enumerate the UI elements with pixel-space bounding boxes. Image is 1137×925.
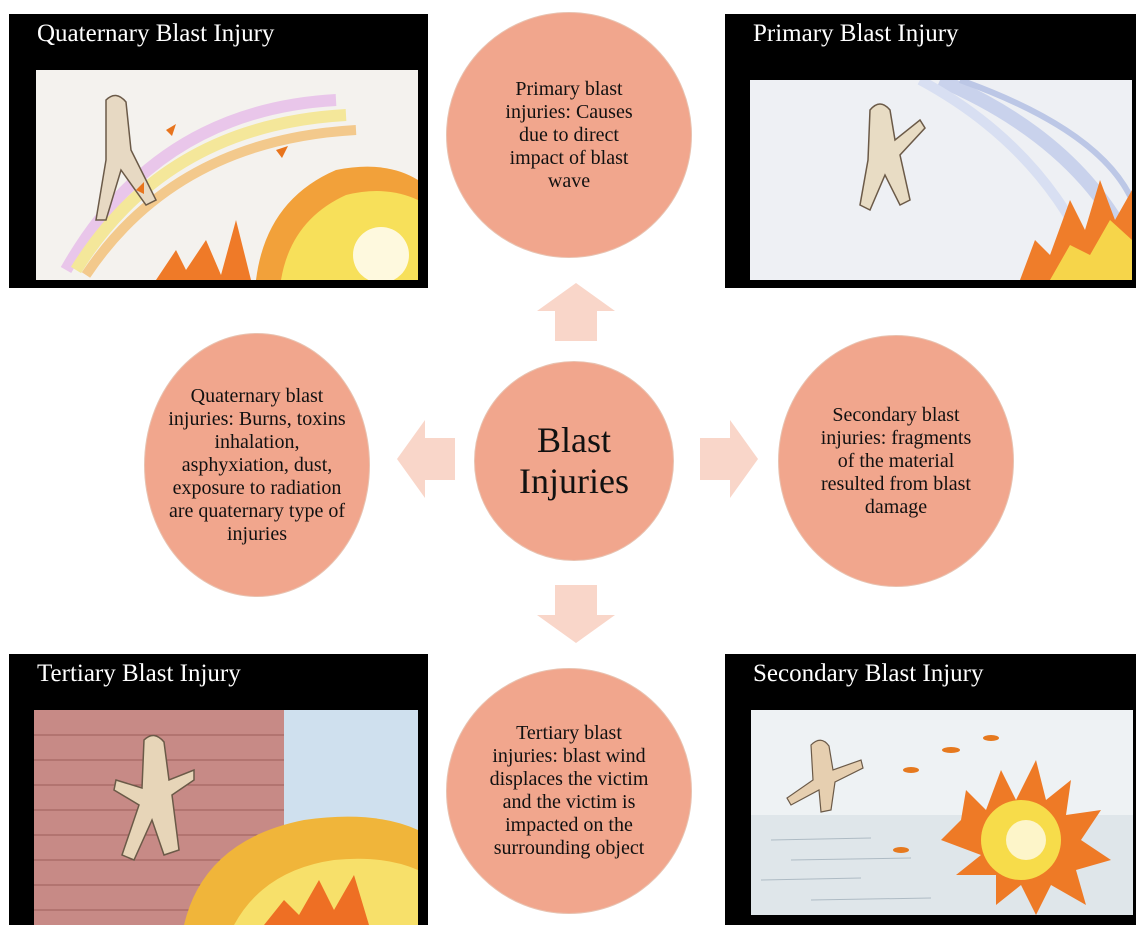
primary-illustration	[750, 80, 1132, 280]
tertiary-circle-text: Tertiary blast injuries: blast wind disp…	[489, 722, 649, 860]
secondary-circle: Secondary blast injuries: fragments of t…	[778, 335, 1014, 587]
quaternary-circle-text: Quaternary blast injuries: Burns, toxins…	[161, 385, 353, 546]
arrow-left	[397, 420, 455, 498]
secondary-illustration	[751, 710, 1133, 915]
primary-circle: Primary blast injuries: Causes due to di…	[446, 12, 692, 258]
primary-panel: Primary Blast Injury	[725, 14, 1136, 288]
arrow-up	[537, 283, 615, 341]
arrow-right	[700, 420, 758, 498]
quaternary-panel-title: Quaternary Blast Injury	[37, 20, 274, 48]
center-label: Blast Injuries	[500, 420, 648, 502]
quaternary-illustration	[36, 70, 418, 280]
primary-panel-title: Primary Blast Injury	[753, 20, 959, 48]
tertiary-panel-title: Tertiary Blast Injury	[37, 660, 241, 688]
center-circle: Blast Injuries	[474, 361, 674, 561]
tertiary-circle: Tertiary blast injuries: blast wind disp…	[446, 668, 692, 914]
arrow-down	[537, 585, 615, 643]
primary-circle-text: Primary blast injuries: Causes due to di…	[491, 78, 647, 193]
tertiary-panel: Tertiary Blast Injury	[9, 654, 428, 925]
quaternary-panel: Quaternary Blast Injury	[9, 14, 428, 288]
tertiary-illustration	[34, 710, 418, 925]
secondary-panel-title: Secondary Blast Injury	[753, 660, 984, 688]
secondary-circle-text: Secondary blast injuries: fragments of t…	[815, 404, 977, 519]
secondary-panel: Secondary Blast Injury	[725, 654, 1136, 925]
quaternary-circle: Quaternary blast injuries: Burns, toxins…	[144, 333, 370, 597]
